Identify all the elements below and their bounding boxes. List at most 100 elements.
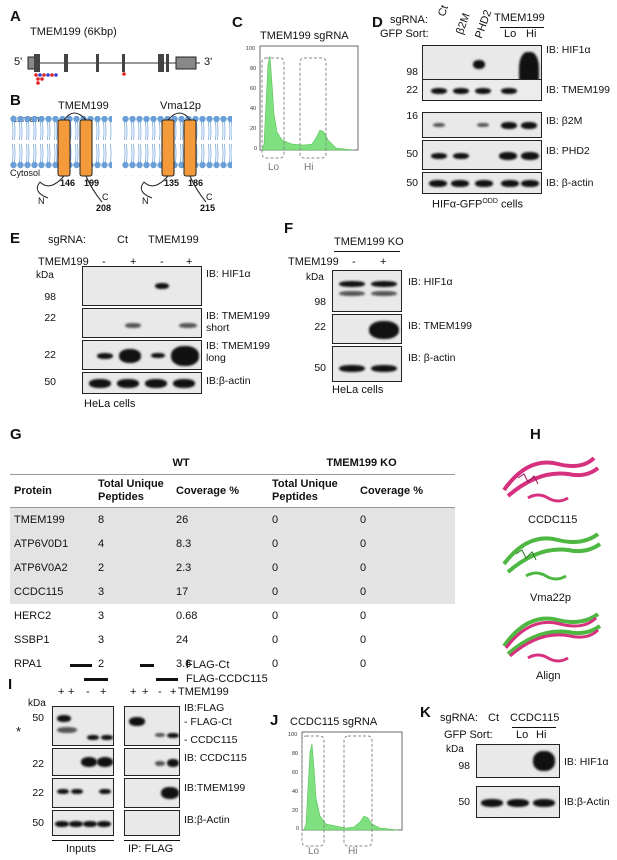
- n-terminus-1: N: [38, 196, 45, 206]
- ib-d-b2m: IB: β2M: [546, 115, 583, 127]
- legend-tmem199: TMEM199: [178, 686, 229, 698]
- sort-hi-k: Hi: [536, 729, 547, 741]
- blot-k-actin: [476, 786, 560, 818]
- svg-text:20: 20: [292, 808, 298, 814]
- mw-i-50b: 50: [32, 817, 44, 829]
- cell: 0: [268, 532, 356, 556]
- sgrna-label-k: sgRNA:: [440, 712, 478, 724]
- group-bar-d: [500, 27, 544, 28]
- blot-e-tmem199-long: [82, 340, 202, 370]
- annot-flag-ct: - FLAG-Ct: [184, 716, 232, 728]
- cell: 0: [360, 610, 367, 622]
- residue-208: 208: [96, 203, 112, 213]
- caption-ip: IP: FLAG: [128, 843, 174, 855]
- blot-i-actin-inputs: [52, 810, 114, 836]
- gene-title: TMEM199 (6Kbp): [30, 26, 117, 38]
- sign-i-8: +: [170, 686, 177, 698]
- residue-135: 135: [164, 178, 180, 188]
- header-ko-peptides: Total Unique Peptides: [268, 474, 356, 508]
- legend-flag-ccdc115: FLAG-CCDC115: [186, 673, 268, 685]
- structure-label-align: Align: [536, 670, 561, 682]
- caption-e: HeLa cells: [84, 398, 136, 410]
- cell: 0: [360, 634, 367, 646]
- blot-d-b2m: [422, 112, 542, 138]
- ip-bracket: [124, 840, 180, 841]
- structure-align: [502, 612, 602, 663]
- cell: 0: [360, 658, 367, 670]
- panel-j-label: J: [270, 712, 279, 729]
- sign-e-3: -: [160, 256, 164, 268]
- kda-f: kDa: [306, 272, 324, 283]
- ib-k-hif1a: IB: HIF1α: [564, 756, 609, 768]
- sign-e-1: -: [102, 256, 106, 268]
- group-tmem199-d: TMEM199: [494, 12, 545, 24]
- mw-d-50b: 50: [406, 177, 418, 189]
- mw-d-16: 16: [406, 110, 418, 122]
- ib-i-actin: IB:β-Actin: [184, 814, 230, 826]
- group-ko: TMEM199 KO: [268, 452, 455, 475]
- mw-f-22: 22: [314, 321, 326, 333]
- blot-i-actin-ip: [124, 810, 180, 836]
- mw-d-98: 98: [406, 66, 418, 78]
- blot-e-hif1a: [82, 266, 202, 306]
- header-wt-coverage: Coverage %: [172, 474, 268, 508]
- mw-k-50: 50: [458, 796, 470, 808]
- blot-i-ccdc115-inputs: [52, 748, 114, 776]
- sort-lo-d: Lo: [504, 28, 517, 40]
- sgrna-markers: [34, 72, 126, 85]
- panel-a-label: A: [10, 8, 21, 25]
- panel-d-label: D: [372, 14, 383, 31]
- caption-f: HeLa cells: [332, 384, 384, 396]
- lane-phd2-d: PHD2: [473, 8, 495, 41]
- cell: 17: [172, 580, 268, 604]
- mw-e-50: 50: [44, 376, 56, 388]
- annot-ccdc115: - CCDC115: [184, 734, 238, 746]
- kda-e: kDa: [36, 270, 54, 281]
- structure-label-ccdc115: CCDC115: [528, 514, 578, 526]
- cell: SSBP1: [14, 634, 50, 646]
- mw-d-50a: 50: [406, 148, 418, 160]
- residue-186: 186: [188, 178, 204, 188]
- ib-e-hif1a: IB: HIF1α: [206, 268, 251, 280]
- blot-k-hif1a: [476, 744, 560, 778]
- kda-i: kDa: [28, 698, 46, 709]
- blot-e-tmem199-short: [82, 308, 202, 338]
- cell: ATP6V0D1: [10, 532, 94, 556]
- cell: 2: [98, 658, 105, 670]
- cell: 0: [356, 507, 455, 532]
- panel-e-label: E: [10, 230, 21, 247]
- sign-f-1: -: [352, 256, 356, 268]
- inputs-bracket: [52, 840, 114, 841]
- sign-e-2: +: [130, 256, 137, 268]
- cell: 0: [356, 532, 455, 556]
- cell: CCDC115: [10, 580, 94, 604]
- panel-g-label: G: [10, 426, 22, 443]
- sign-i-1: +: [58, 686, 65, 698]
- lane-ct-k: Ct: [488, 712, 499, 724]
- cell: ATP6V0A2: [10, 556, 94, 580]
- svg-text:100: 100: [288, 732, 297, 738]
- mw-i-50a: 50: [32, 712, 44, 724]
- ib-d-phd2: IB: PHD2: [546, 145, 590, 157]
- sign-i-5: +: [130, 686, 137, 698]
- structure-label-vma22p: Vma22p: [530, 592, 571, 604]
- gate-hi-j: Hi: [348, 846, 358, 857]
- cell: TMEM199: [10, 507, 94, 532]
- flag-ct-bar-1: [70, 664, 92, 667]
- cell: 0: [272, 658, 279, 670]
- structure-ccdc115: [502, 456, 600, 503]
- mw-e-22b: 22: [44, 349, 56, 361]
- peptide-table: WT TMEM199 KO Protein Total Unique Pepti…: [10, 452, 455, 676]
- ib-k-actin: IB:β-Actin: [564, 796, 610, 808]
- blot-f-hif1a: [332, 270, 402, 312]
- cell: 3: [98, 610, 105, 622]
- n-terminus-2: N: [142, 196, 149, 206]
